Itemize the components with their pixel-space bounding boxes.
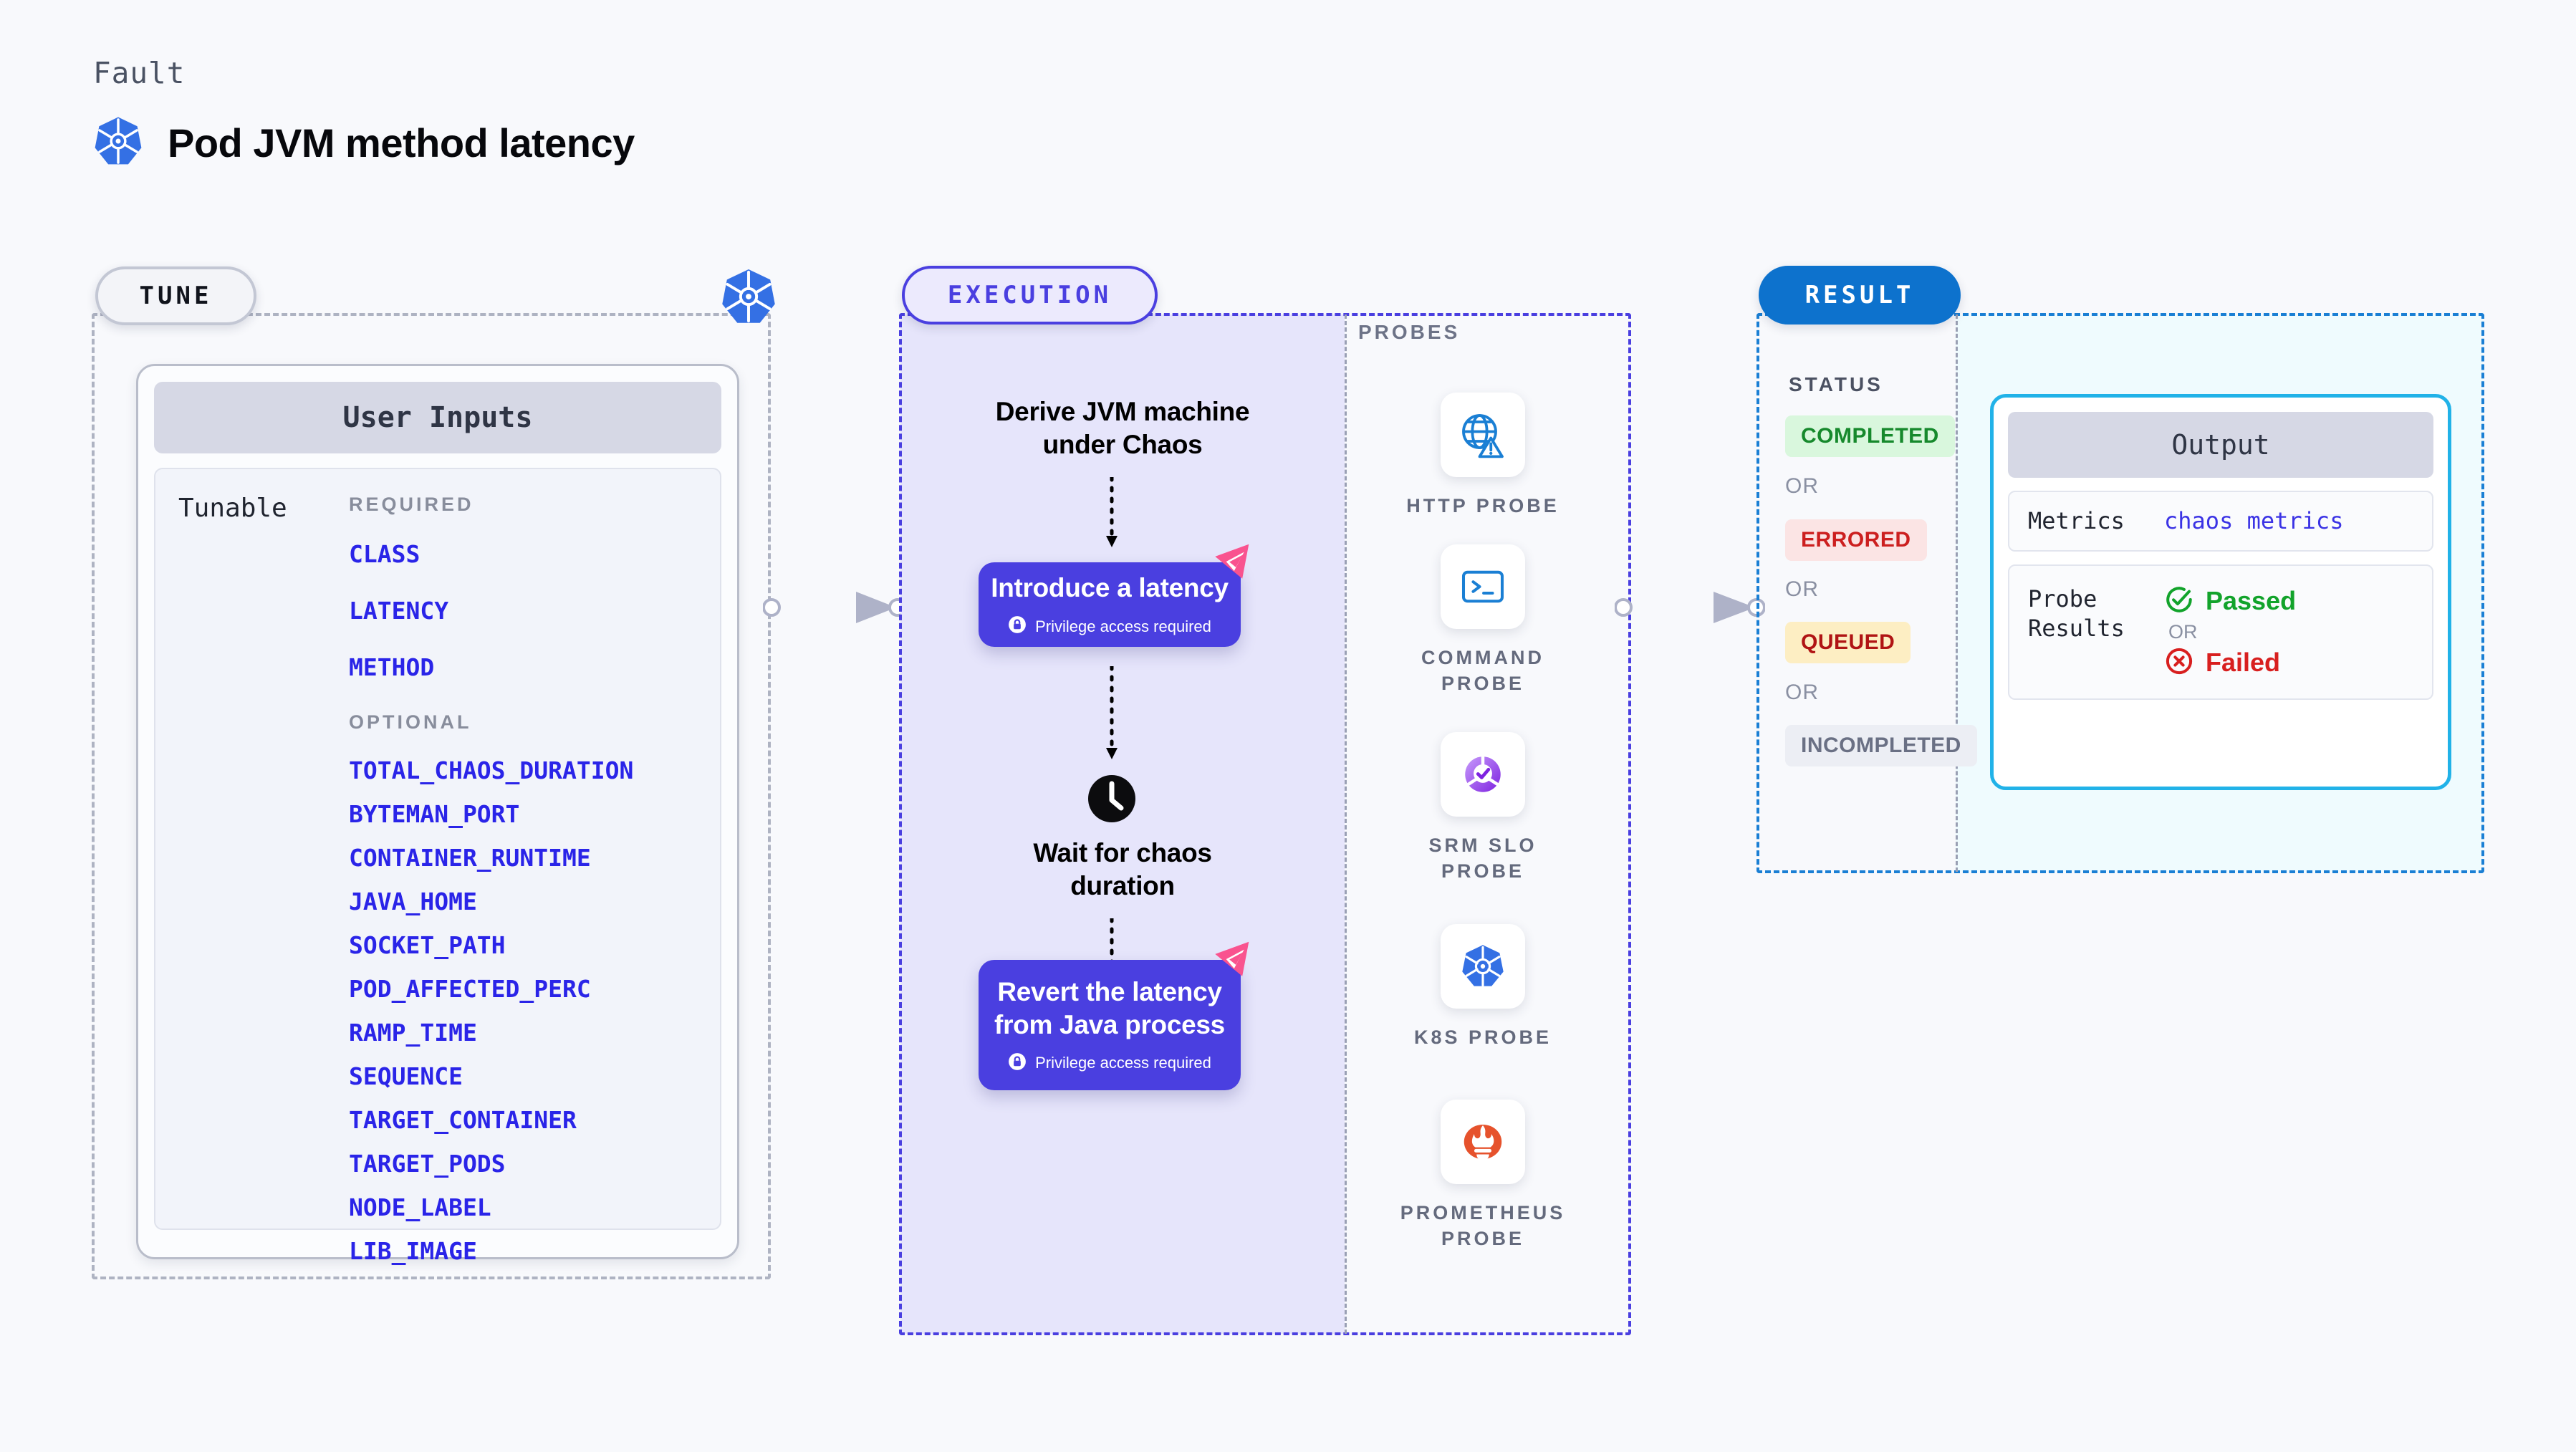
page-title-row: Pod JVM method latency	[92, 115, 635, 171]
parameter-item[interactable]: RAMP_TIME	[349, 1019, 477, 1047]
parameter-item[interactable]: TARGET_CONTAINER	[349, 1106, 577, 1134]
status-badge-errored: ERRORED	[1785, 519, 1927, 561]
probe-label: HTTP PROBE	[1406, 495, 1559, 516]
flow-arrow-1	[1103, 475, 1120, 555]
status-label: STATUS	[1789, 373, 1883, 395]
parameter-item[interactable]: CONTAINER_RUNTIME	[349, 844, 591, 872]
probes-label: PROBES	[1358, 321, 1461, 343]
parameter-item[interactable]: TOTAL_CHAOS_DURATION	[349, 756, 634, 784]
page-kicker: Fault	[93, 56, 186, 90]
execution-to-result-arrow	[1614, 586, 1766, 633]
execution-panel	[899, 313, 1631, 1335]
or-separator: OR	[1785, 681, 1819, 704]
execution-fill	[900, 314, 1345, 1334]
output-title: Output	[2008, 412, 2433, 478]
status-badge-queued: QUEUED	[1785, 622, 1911, 663]
required-parameter-list: CLASS LATENCY METHOD	[349, 540, 707, 681]
litmus-flag-icon	[1213, 940, 1261, 984]
litmus-flag-icon	[1213, 542, 1261, 587]
user-inputs-card: User Inputs Tunable REQUIRED CLASS LATEN…	[136, 364, 739, 1265]
lock-icon	[1008, 1052, 1027, 1074]
metrics-value[interactable]: chaos metrics	[2164, 507, 2344, 535]
globe-warning-icon	[1441, 393, 1525, 477]
result-inner-divider	[1956, 314, 1958, 872]
or-separator: OR	[1785, 474, 1819, 498]
optional-parameter-list: TOTAL_CHAOS_DURATION BYTEMAN_PORT CONTAI…	[349, 756, 707, 1265]
kubernetes-icon	[92, 115, 145, 171]
privilege-text: Privilege access required	[1035, 617, 1211, 635]
result-panel	[1756, 313, 2484, 873]
probe-result-failed: Failed	[2164, 646, 2296, 680]
tune-to-execution-arrow	[762, 586, 907, 633]
kubernetes-icon	[719, 266, 779, 327]
probe-http[interactable]: HTTP PROBE	[1393, 393, 1572, 519]
privilege-row: Privilege access required	[1008, 1052, 1211, 1074]
or-separator: OR	[2168, 620, 2198, 643]
introduce-latency-card[interactable]: Introduce a latency Privilege access req…	[979, 544, 1249, 647]
probe-results-values: Passed OR Failed	[2164, 585, 2296, 680]
parameter-item[interactable]: METHOD	[349, 653, 435, 681]
required-group-label: REQUIRED	[349, 494, 474, 515]
parameter-item[interactable]: JAVA_HOME	[349, 888, 477, 915]
user-inputs-body: Tunable REQUIRED CLASS LATENCY METHOD OP…	[154, 468, 721, 1265]
tune-panel	[92, 313, 771, 1279]
circle-check-icon	[2164, 585, 2194, 618]
probes-divider	[1345, 314, 1347, 1334]
parameter-column: REQUIRED CLASS LATENCY METHOD OPTIONAL T…	[349, 494, 720, 1265]
clock-icon	[1087, 774, 1137, 827]
kubernetes-icon	[1441, 924, 1525, 1009]
terminal-icon	[1441, 544, 1525, 629]
user-inputs-title: User Inputs	[154, 382, 721, 453]
flow-arrow-2	[1103, 664, 1120, 767]
circle-x-icon	[2164, 646, 2194, 680]
introduce-latency-title: Introduce a latency	[991, 572, 1229, 602]
status-badge-incompleted: INCOMPLETED	[1785, 725, 1977, 766]
parameter-item[interactable]: NODE_LABEL	[349, 1193, 491, 1221]
probe-k8s[interactable]: K8S PROBE	[1393, 924, 1572, 1050]
result-badge[interactable]: RESULT	[1759, 266, 1961, 324]
parameter-item[interactable]: TARGET_PODS	[349, 1150, 506, 1178]
page-title: Pod JVM method latency	[168, 120, 635, 165]
failed-label: Failed	[2206, 648, 2281, 678]
parameter-item[interactable]: BYTEMAN_PORT	[349, 800, 520, 828]
execution-badge[interactable]: EXECUTION	[902, 266, 1158, 324]
parameter-item[interactable]: CLASS	[349, 540, 420, 568]
prometheus-flame-icon	[1441, 1100, 1525, 1184]
optional-group-label: OPTIONAL	[349, 711, 472, 733]
privilege-row: Privilege access required	[1008, 615, 1211, 638]
passed-label: Passed	[2206, 586, 2297, 616]
or-separator: OR	[1785, 577, 1819, 601]
probe-label: K8S PROBE	[1413, 1027, 1552, 1048]
status-badge-completed: COMPLETED	[1785, 415, 1955, 457]
metrics-key: Metrics	[2028, 507, 2125, 534]
slo-donut-check-icon	[1441, 732, 1525, 817]
parameter-item[interactable]: SOCKET_PATH	[349, 931, 506, 959]
lock-icon	[1008, 615, 1027, 638]
probe-result-passed: Passed	[2164, 585, 2296, 618]
parameter-item[interactable]: LIB_IMAGE	[349, 1237, 477, 1265]
parameter-item[interactable]: LATENCY	[349, 597, 449, 625]
tunable-label: Tunable	[178, 494, 287, 523]
parameter-item[interactable]: SEQUENCE	[349, 1062, 463, 1090]
parameter-item[interactable]: POD_AFFECTED_PERC	[349, 975, 591, 1003]
metrics-row: Metrics chaos metrics	[2008, 491, 2433, 552]
tune-badge[interactable]: TUNE	[95, 266, 256, 325]
privilege-text: Privilege access required	[1035, 1054, 1211, 1072]
